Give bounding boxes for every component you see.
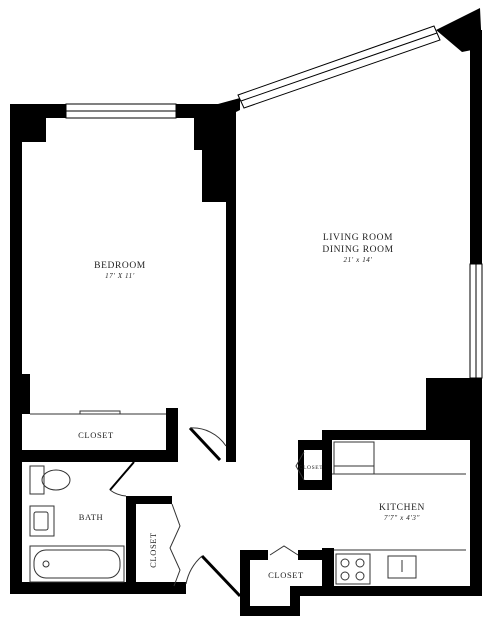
wall-bath-top bbox=[22, 454, 132, 462]
bedroom-label: BEDROOM bbox=[94, 261, 146, 271]
windows bbox=[65, 25, 483, 379]
entry-closet-label: CLOSET bbox=[268, 570, 304, 580]
door-bedroom-swing bbox=[189, 427, 227, 447]
door-bedroom bbox=[188, 426, 222, 462]
toilet-tank bbox=[29, 465, 45, 495]
door-hall-closet bbox=[169, 503, 181, 587]
closet-shelf bbox=[79, 410, 121, 415]
wall-left bbox=[10, 104, 22, 594]
door-entry-swing bbox=[185, 555, 203, 585]
wall-right-upper bbox=[470, 30, 482, 264]
wall-bedroom-living bbox=[226, 110, 236, 462]
wall-small-closet-top bbox=[298, 440, 324, 450]
fixtures bbox=[29, 410, 466, 585]
burner-3 bbox=[340, 571, 350, 581]
bath-sink-basin bbox=[33, 511, 49, 531]
wall-closet-right bbox=[166, 408, 178, 462]
wall-entry-closet-bottom bbox=[240, 606, 300, 616]
door-entry-closet bbox=[269, 545, 299, 556]
wall-bottom-left bbox=[10, 582, 186, 594]
bathtub bbox=[29, 545, 125, 583]
door-entry bbox=[200, 554, 242, 598]
bathtub-drain bbox=[42, 560, 50, 568]
living-label-line2: DINING ROOM bbox=[322, 245, 393, 255]
burner-2 bbox=[355, 558, 365, 568]
wall-bedroom-top-left bbox=[10, 104, 66, 118]
wall-entry-closet-left bbox=[240, 550, 250, 616]
bathtub-inner bbox=[33, 549, 121, 579]
bath-label: BATH bbox=[79, 512, 104, 522]
wall-entry-closet-top-right bbox=[298, 550, 328, 560]
wall-bath-right bbox=[126, 496, 136, 586]
window-living-pane bbox=[240, 32, 438, 102]
wall-hall-closet-top bbox=[136, 496, 172, 504]
walls bbox=[10, 8, 482, 616]
door-bath bbox=[109, 461, 135, 491]
kitchen-fridge bbox=[333, 441, 375, 475]
wall-bottom-right bbox=[300, 586, 482, 596]
wall-entry-closet-right bbox=[290, 586, 300, 616]
wall-entry-closet-top-left bbox=[240, 550, 268, 560]
labels: BEDROOM 17' X 11' LIVING ROOM DINING ROO… bbox=[78, 233, 425, 580]
kitchen-sink bbox=[387, 555, 417, 579]
bedroom-dims: 17' X 11' bbox=[105, 272, 135, 280]
door-bath-swing bbox=[109, 489, 127, 497]
burner-1 bbox=[340, 558, 350, 568]
doors bbox=[109, 426, 305, 598]
wall-kitchen-left bbox=[322, 430, 332, 490]
stove bbox=[335, 553, 371, 585]
hall-closet-label: CLOSET bbox=[148, 532, 158, 568]
toilet-bowl bbox=[41, 469, 71, 491]
wall-small-closet-bottom bbox=[298, 480, 328, 490]
kitchen-dims: 7'7" x 4'3" bbox=[384, 514, 420, 522]
kitchen-label: KITCHEN bbox=[379, 503, 425, 513]
burner-4 bbox=[355, 571, 365, 581]
kitchen-closet-label: CLOSET bbox=[299, 465, 323, 471]
living-dims: 21' x 14' bbox=[343, 256, 372, 264]
bedroom-closet-label: CLOSET bbox=[78, 430, 114, 440]
wall-kitchen-top bbox=[322, 430, 472, 440]
door-small-closet bbox=[295, 451, 305, 481]
bath-sink-counter bbox=[29, 505, 55, 537]
living-label-line1: LIVING ROOM bbox=[323, 233, 393, 243]
wall-kitchen-block bbox=[426, 378, 482, 436]
wall-left-notch bbox=[22, 374, 30, 414]
wall-corner-top-left bbox=[22, 118, 46, 142]
wall-small-closet-left bbox=[298, 440, 304, 490]
